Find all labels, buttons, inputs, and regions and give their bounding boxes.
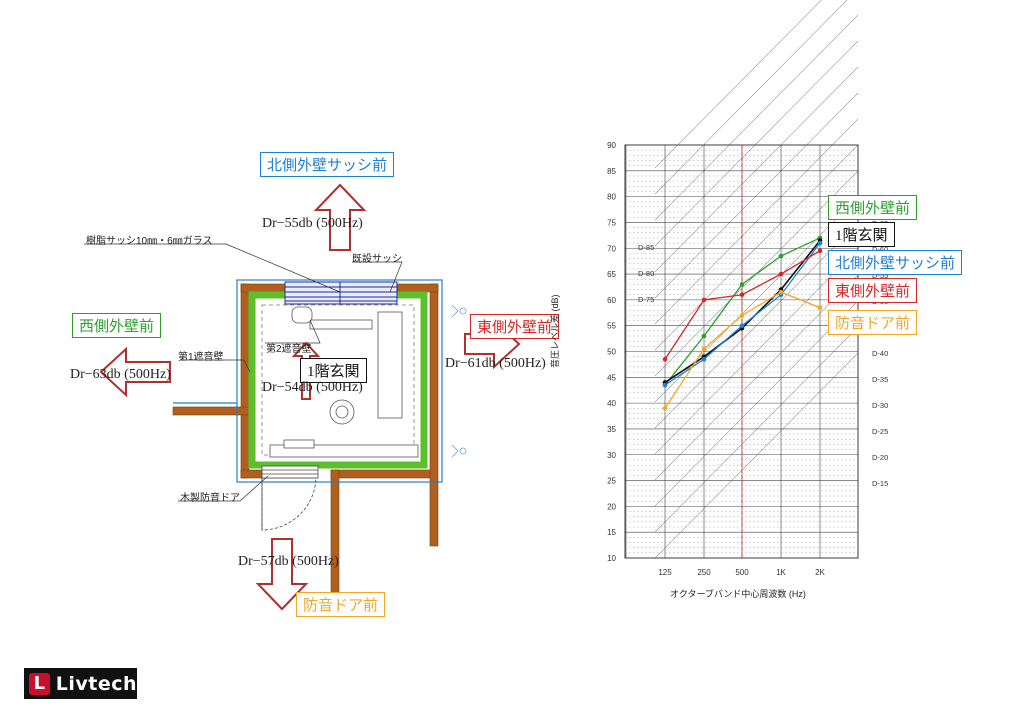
x-tick-label: 2K bbox=[815, 568, 825, 577]
door bbox=[261, 465, 319, 531]
y-tick-label: 85 bbox=[607, 167, 616, 176]
d-curve bbox=[654, 40, 859, 247]
d-right-label: D-35 bbox=[872, 375, 888, 384]
d-curve bbox=[654, 222, 859, 429]
north-label: 北側外壁サッシ前 bbox=[260, 152, 395, 177]
y-tick-label: 30 bbox=[607, 451, 616, 460]
series-point bbox=[701, 333, 707, 339]
y-tick-label: 60 bbox=[607, 296, 616, 305]
wall2-note: 第2遮音壁 bbox=[266, 344, 312, 355]
window-sash bbox=[284, 281, 398, 305]
west-label: 西側外壁前 bbox=[72, 313, 162, 338]
series-point bbox=[817, 305, 823, 310]
x-tick-label: 500 bbox=[735, 568, 749, 577]
d-curve bbox=[654, 352, 859, 559]
y-tick-label: 15 bbox=[607, 528, 616, 537]
d-inner-label: D-75 bbox=[638, 295, 654, 304]
d-right-label: D-30 bbox=[872, 401, 888, 410]
existing-sash-note: 既設サッシ bbox=[352, 254, 402, 265]
y-tick-label: 40 bbox=[607, 399, 616, 408]
y-tick-label: 50 bbox=[607, 348, 616, 357]
outer-outline bbox=[173, 279, 443, 483]
east-reading: Dr−61db (500Hz) bbox=[445, 356, 546, 371]
d-right-label: D-55 bbox=[872, 271, 888, 280]
d-curve bbox=[654, 274, 859, 481]
side-marks bbox=[451, 304, 467, 458]
series-point bbox=[739, 323, 745, 328]
wall1-note: 第1遮音壁 bbox=[178, 352, 224, 363]
door-reading: Dr−57db (500Hz) bbox=[238, 554, 339, 569]
legend-east: 東側外壁前 bbox=[828, 278, 918, 303]
d-curve bbox=[654, 118, 859, 325]
series-point bbox=[701, 356, 707, 362]
entrance-label: 1階玄関 bbox=[300, 358, 367, 383]
west-reading: Dr−63db (500Hz) bbox=[70, 367, 171, 382]
chart-xlabel: オクターブバンド中心周波数 (Hz) bbox=[670, 589, 806, 599]
furniture bbox=[269, 306, 419, 458]
d-curve bbox=[654, 0, 848, 195]
d-curve bbox=[654, 248, 859, 455]
legend-door: 防音ドア前 bbox=[828, 310, 918, 335]
leader-lines bbox=[84, 243, 403, 502]
series-point bbox=[778, 271, 784, 277]
series-point bbox=[701, 297, 707, 303]
series-point bbox=[778, 289, 784, 295]
y-tick-label: 75 bbox=[607, 218, 616, 227]
d-right-label: D-15 bbox=[872, 479, 888, 488]
y-tick-label: 70 bbox=[607, 244, 616, 253]
legend-north: 北側外壁サッシ前 bbox=[828, 250, 963, 275]
series-point bbox=[701, 346, 707, 352]
d-curve bbox=[654, 144, 859, 351]
x-tick-label: 1K bbox=[776, 568, 786, 577]
d-right-label: D-20 bbox=[872, 453, 888, 462]
y-tick-label: 55 bbox=[607, 322, 616, 331]
series-point bbox=[739, 313, 745, 318]
x-tick-label: 125 bbox=[658, 568, 672, 577]
north-reading: Dr−55db (500Hz) bbox=[262, 216, 363, 231]
d-curve bbox=[654, 300, 859, 507]
east-label: 東側外壁前 bbox=[470, 314, 560, 339]
center-reading: Dr−54db (500Hz) bbox=[262, 380, 363, 395]
y-tick-label: 65 bbox=[607, 270, 616, 279]
d-curve bbox=[654, 66, 859, 273]
y-tick-label: 90 bbox=[607, 141, 616, 150]
y-tick-label: 80 bbox=[607, 193, 616, 202]
resin-sash-note: 樹脂サッシ10㎜・6㎜ガラス bbox=[86, 236, 213, 247]
d-right-label: D-60 bbox=[872, 245, 888, 254]
y-tick-label: 45 bbox=[607, 373, 616, 382]
logo-mark-icon: L bbox=[29, 672, 50, 695]
livtech-logo: L Livtech bbox=[24, 668, 137, 699]
series-point bbox=[739, 292, 745, 298]
d-right-label: D-25 bbox=[872, 427, 888, 436]
d-inner-label: D-80 bbox=[638, 269, 654, 278]
d-curve bbox=[654, 92, 859, 299]
d-curve bbox=[654, 326, 859, 533]
x-tick-label: 250 bbox=[697, 568, 711, 577]
y-tick-label: 10 bbox=[607, 554, 616, 563]
d-curve bbox=[654, 196, 859, 403]
d-right-label: D-40 bbox=[872, 349, 888, 358]
series-point bbox=[662, 382, 668, 388]
door-label: 防音ドア前 bbox=[296, 592, 386, 617]
d-curve bbox=[654, 0, 822, 169]
series-point bbox=[662, 356, 668, 362]
y-tick-label: 25 bbox=[607, 477, 616, 486]
legend-west: 西側外壁前 bbox=[828, 195, 918, 220]
d-curve bbox=[654, 14, 859, 221]
wood-door-note: 木製防音ドア bbox=[180, 493, 240, 504]
series-point bbox=[817, 248, 823, 254]
y-tick-label: 20 bbox=[607, 502, 616, 511]
legend-entrance: 1階玄関 bbox=[828, 222, 895, 247]
d-inner-label: D-85 bbox=[638, 243, 654, 252]
series-point bbox=[817, 240, 823, 246]
series-point bbox=[662, 405, 668, 411]
series-point bbox=[739, 282, 745, 287]
chart-ylabel: 音圧レベル差 (dB) bbox=[550, 294, 560, 368]
series-point bbox=[778, 253, 784, 259]
y-tick-label: 35 bbox=[607, 425, 616, 434]
